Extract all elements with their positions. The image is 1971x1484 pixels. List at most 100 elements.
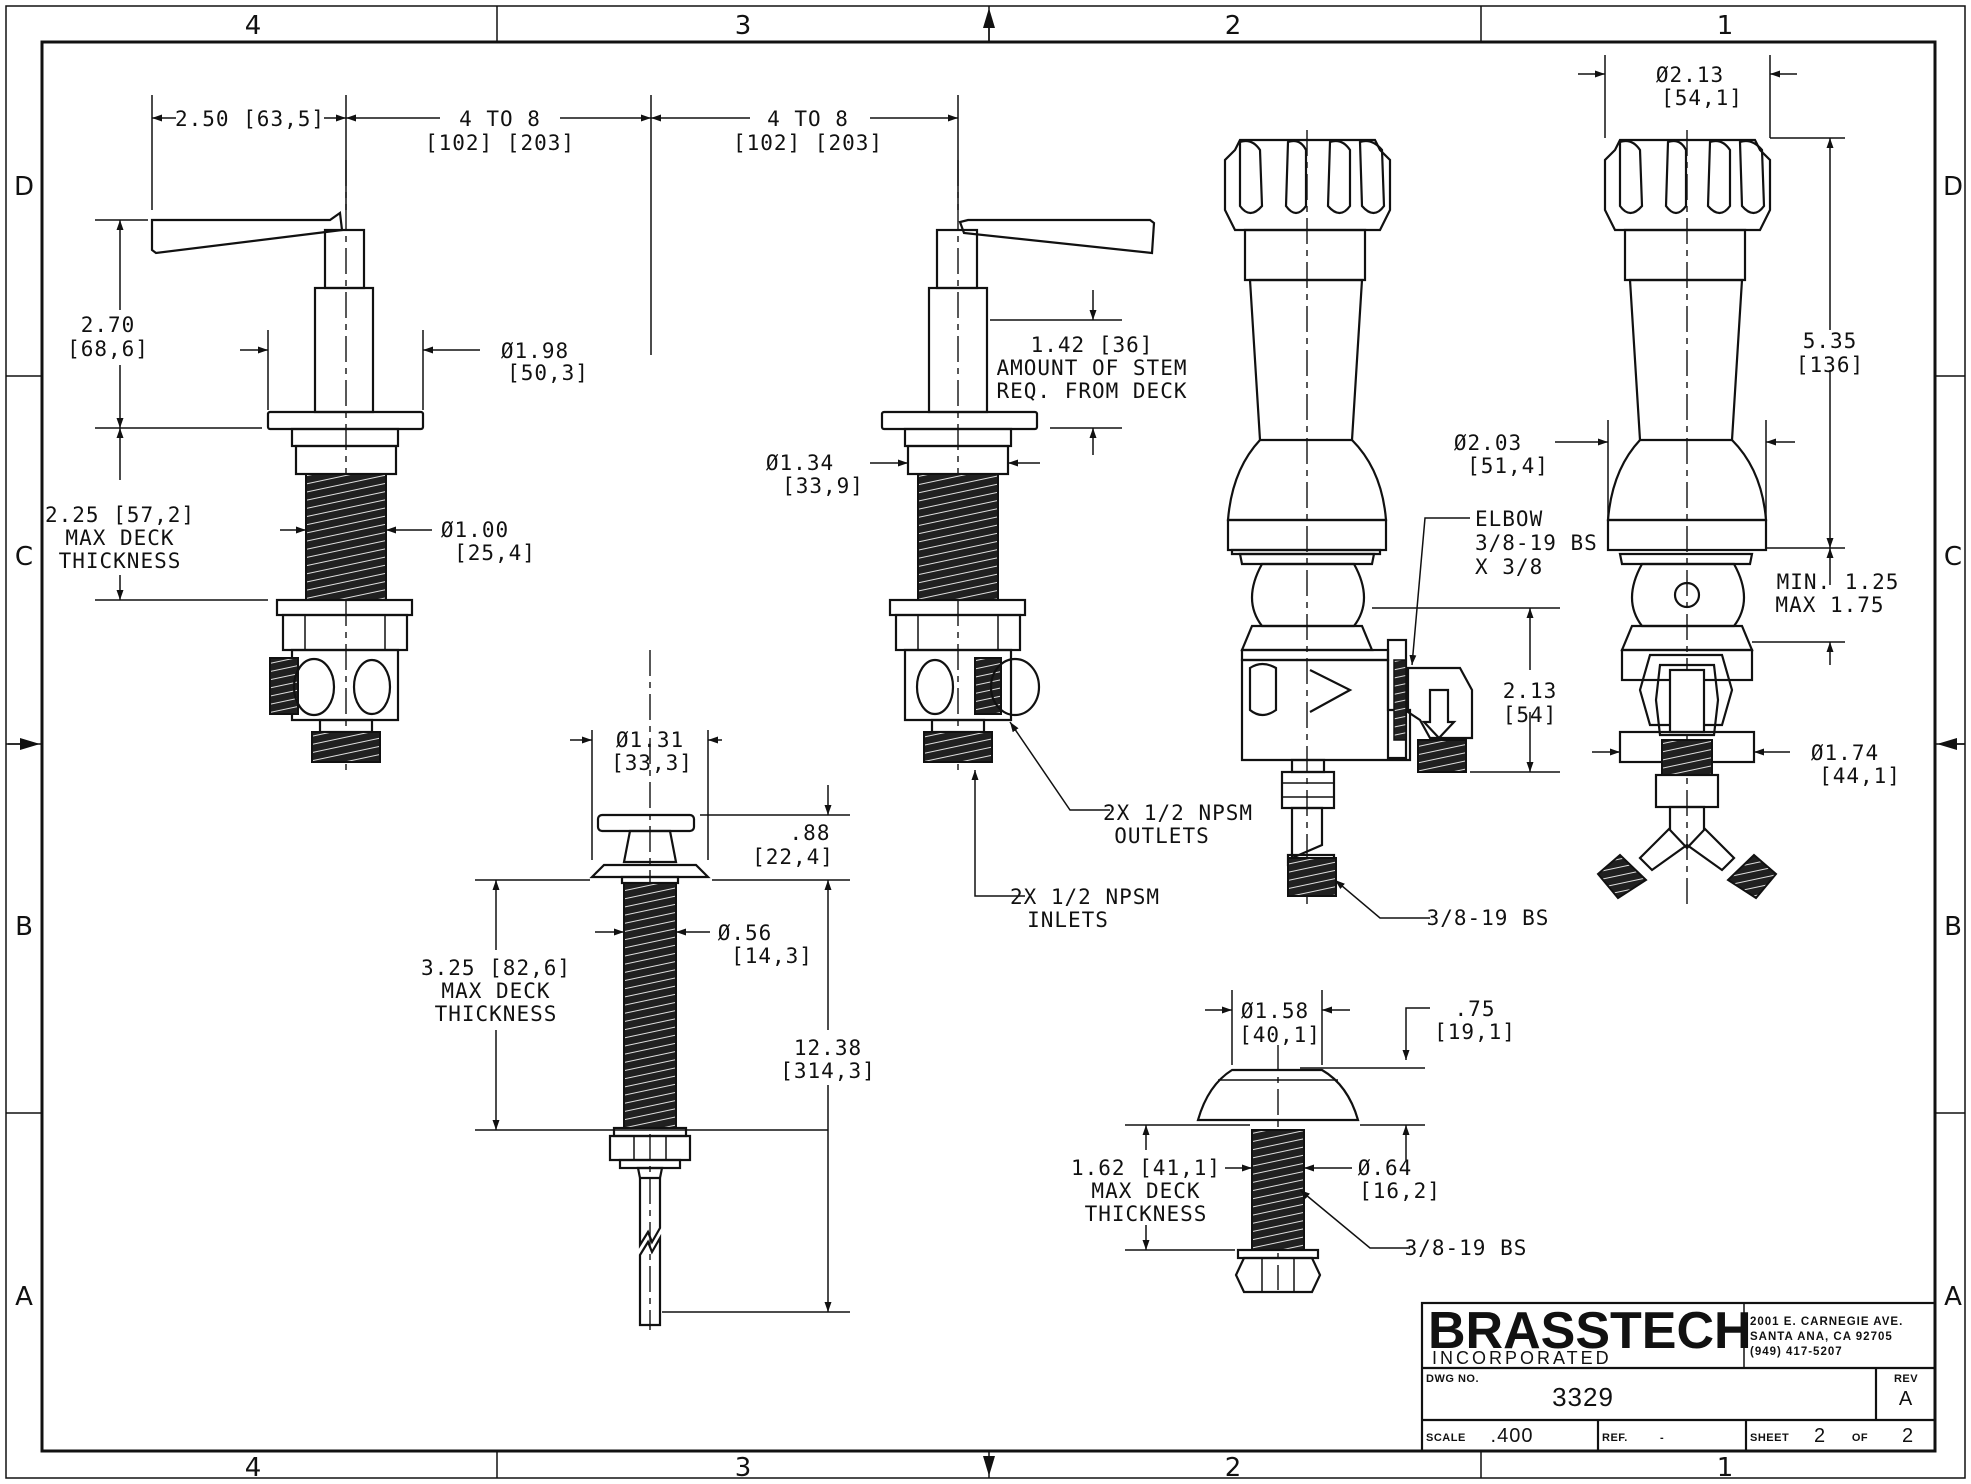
dim-handle-height-2: [68,6] [67,337,149,361]
dim-rod-flange-dia-2: [33,3] [611,751,693,775]
address-line-1: 2001 E. CARNEGIE AVE. [1750,1316,1903,1328]
zone-row-left-0: D [14,172,34,202]
dim-spread-left-2: [102] [203] [425,131,575,155]
dim-fitting-dia-1: Ø1.58 [1241,999,1309,1023]
dim-deck-left-1: 2.25 [57,2] [45,503,195,527]
dwg-no-label: DWG NO. [1426,1373,1479,1385]
scale-value: .400 [1491,1425,1534,1447]
address-line-2: SANTA ANA, CA 92705 [1750,1331,1893,1343]
zone-row-left-1: C [15,542,33,572]
dim-deck-fitting-3: THICKNESS [1085,1202,1208,1226]
dim-spread-right-1: 4 TO 8 [767,107,849,131]
dim-spout-deck-2: MAX 1.75 [1775,593,1884,617]
zone-col-bottom-3: 1 [1717,1453,1734,1483]
zone-col-bottom-1: 3 [735,1453,752,1483]
dimension-labels: 2.50 [63,5] 4 TO 8 [102] [203] 4 TO 8 [1… [45,63,1901,1260]
dim-spout-deck-1: MIN. 1.25 [1777,570,1900,594]
rev-value: A [1899,1388,1913,1410]
zone-col-top-3: 1 [1717,11,1734,41]
callout-inlets-2: INLETS [1027,908,1109,932]
dim-deck-center-2: MAX DECK [441,979,550,1003]
dim-rod-cap-1: .88 [790,821,831,845]
dim-spout-base-dia-1: Ø1.74 [1811,741,1879,765]
sheet-of-label: OF [1852,1432,1868,1444]
dim-flange-dia-1: Ø1.98 [501,339,569,363]
sheet-number: 2 [1814,1425,1826,1447]
dim-deck-fitting-1: 1.62 [41,1] [1071,1156,1221,1180]
sheet-border [5,5,1966,1479]
dim-shank-dia-2: [25,4] [454,541,536,565]
dim-rod-flange-dia-1: Ø1.31 [616,728,684,752]
center-mark-icon [20,738,40,750]
dim-handle-offset: 2.50 [63,5] [175,107,325,131]
dim-bonnet-dia-2: [33,9] [782,474,864,498]
dim-spread-left-1: 4 TO 8 [459,107,541,131]
dim-fitting-height-1: .75 [1455,997,1496,1021]
callout-bs-fitting: 3/8-19 BS [1405,1236,1528,1260]
dim-spout-body-dia-1: Ø2.03 [1454,431,1522,455]
dim-deck-fitting-2: MAX DECK [1091,1179,1200,1203]
dim-spout-body-dia-2: [51,4] [1467,454,1549,478]
dim-spout-top-dia-2: [54,1] [1661,86,1743,110]
zone-col-bottom-2: 2 [1225,1453,1242,1483]
callout-outlets-2: OUTLETS [1114,824,1210,848]
dim-spout-height-1: 5.35 [1803,329,1858,353]
rev-label: REV [1894,1373,1918,1385]
spout-front-view-drawing [1596,130,1778,905]
dim-spout-top-dia-1: Ø2.13 [1656,63,1724,87]
left-valve-drawing [150,160,425,775]
callout-outlets-1: 2X 1/2 NPSM [1103,801,1253,825]
zone-row-right-3: A [1944,1282,1962,1312]
callout-elbow-3: X 3/8 [1475,555,1543,579]
zone-labels: 4 3 2 1 4 3 2 1 D C B A D C B A [14,11,1963,1483]
flow-arrow-icon [1421,688,1457,740]
callout-elbow-2: 3/8-19 BS [1475,531,1598,555]
scale-label: SCALE [1426,1432,1466,1444]
dim-spout-height-2: [136] [1796,353,1864,377]
center-mark-icon [1937,738,1957,750]
title-block: BRASSTECH INCORPORATED 2001 E. CARNEGIE … [1420,1301,1937,1453]
dim-deck-center-3: THICKNESS [435,1002,558,1026]
dim-fitting-shank-2: [16,2] [1359,1179,1441,1203]
dim-elbow-height-1: 2.13 [1503,679,1558,703]
center-rod-drawing [589,650,711,1330]
ref-label: REF. [1602,1432,1628,1444]
dim-rod-length-2: [314,3] [780,1059,876,1083]
spout-side-view-drawing [1223,130,1474,905]
dim-deck-center-1: 3.25 [82,6] [421,956,571,980]
dimension-lines [95,55,1845,1313]
dim-elbow-height-2: [54] [1503,703,1558,727]
dim-deck-left-2: MAX DECK [65,526,174,550]
dim-deck-left-3: THICKNESS [59,549,182,573]
company-subtitle: INCORPORATED [1432,1348,1612,1368]
dim-fitting-height-2: [19,1] [1434,1020,1516,1044]
dim-rod-length-1: 12.38 [794,1036,862,1060]
dim-shank-dia-1: Ø1.00 [441,518,509,542]
zone-col-bottom-0: 4 [245,1453,262,1483]
center-mark-icon [983,1456,995,1476]
dim-handle-height-1: 2.70 [81,313,136,337]
dim-rod-cap-2: [22,4] [752,845,834,869]
sheet-total: 2 [1902,1425,1914,1447]
ref-value: - [1660,1432,1664,1444]
right-valve-drawing [880,160,1156,775]
zone-row-left-2: B [15,912,33,942]
dim-spout-base-dia-2: [44,1] [1819,764,1901,788]
dim-rod-dia-1: Ø.56 [718,921,773,945]
zone-row-right-2: B [1944,912,1962,942]
zone-row-right-1: C [1944,542,1962,572]
dim-fitting-shank-1: Ø.64 [1358,1156,1413,1180]
callout-inlets-1: 2X 1/2 NPSM [1010,885,1160,909]
callout-bs-spout: 3/8-19 BS [1427,906,1550,930]
center-mark-icon [983,8,995,28]
zone-row-left-3: A [15,1282,33,1312]
zone-row-right-0: D [1943,172,1963,202]
dim-spread-right-2: [102] [203] [733,131,883,155]
dim-rod-dia-2: [14,3] [731,944,813,968]
dim-stem-1: 1.42 [36] [1031,333,1154,357]
address-line-3: (949) 417-5207 [1750,1346,1843,1358]
dwg-no-value: 3329 [1552,1382,1614,1412]
callout-elbow-1: ELBOW [1475,507,1543,531]
